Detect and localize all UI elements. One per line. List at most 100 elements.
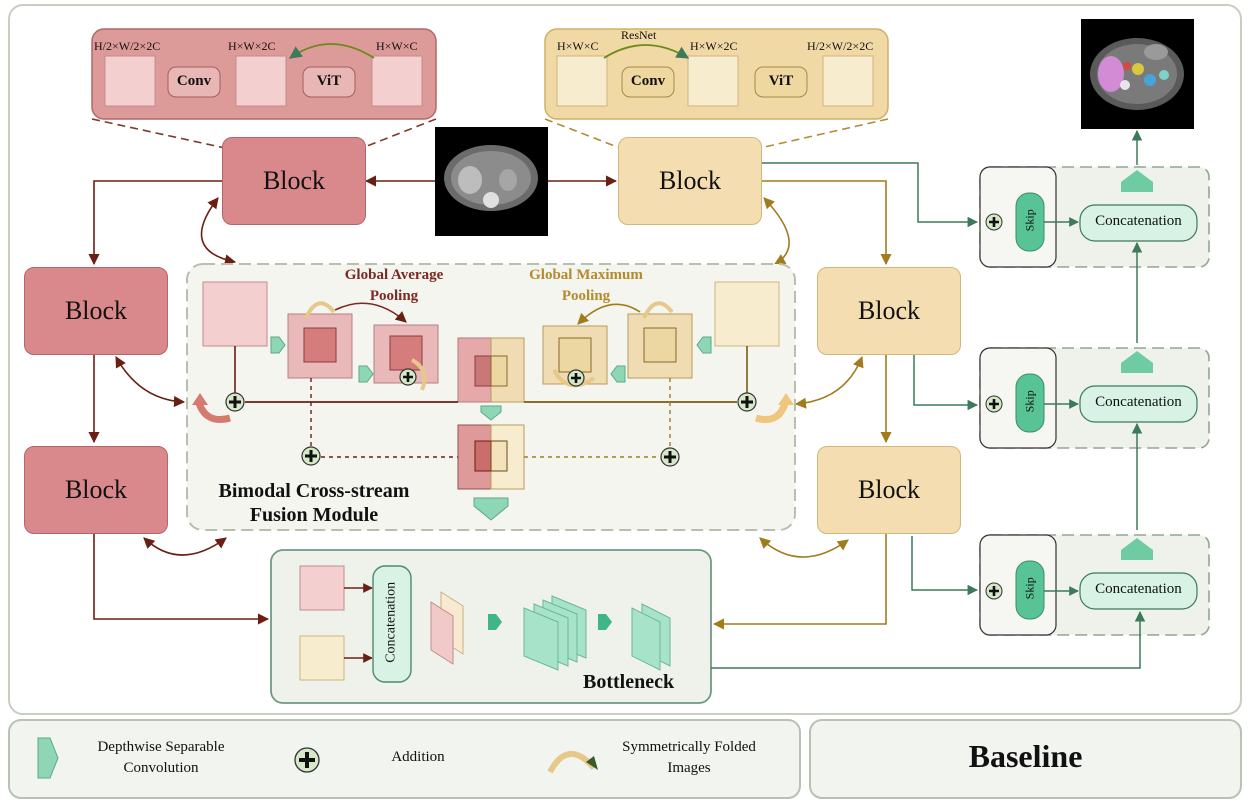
seg-liver	[1098, 56, 1124, 92]
gmp-label-line2: Pooling	[561, 288, 611, 304]
yellow-feature-in	[556, 55, 608, 107]
fusion-red-input	[202, 281, 268, 347]
baseline-label: Baseline	[968, 738, 1083, 774]
addition-icon	[301, 446, 321, 466]
dsc-legend-icon	[37, 737, 59, 779]
addition-icon	[225, 392, 245, 412]
gap-label-line2: Pooling	[369, 288, 419, 304]
legend-addition: Addition	[391, 749, 445, 765]
red-bottom-fusion-link	[143, 537, 227, 556]
red-mid-fusion-link	[115, 356, 186, 408]
yellow-feature-out	[822, 55, 874, 107]
gmp-arrow	[577, 303, 641, 325]
red-vit-label: ViT	[316, 73, 342, 89]
red-conv-label: Conv	[176, 73, 212, 89]
legend-panel	[8, 719, 801, 799]
yellow-vit-op	[754, 66, 808, 98]
fusion-center-red-core	[474, 355, 492, 387]
bottleneck-yellow-input	[299, 635, 345, 681]
red-detail-connector-right	[361, 118, 437, 149]
red-in-dim-label: H×W×C	[376, 39, 418, 53]
legend-sfi-line1: Symmetrically Folded	[622, 739, 756, 755]
decoder-stage-mid	[979, 347, 1210, 449]
fold-icon	[304, 301, 336, 319]
ct-kidney	[499, 169, 517, 191]
legend-dsc-line2: Convolution	[123, 760, 199, 776]
red-vit-op	[302, 66, 356, 98]
yellow-resnet-arrow	[603, 44, 690, 59]
red-top-to-mid	[88, 180, 222, 266]
bottleneck-output-1	[631, 607, 661, 671]
fusion-dsc-icon	[696, 336, 712, 354]
fusion-title-line2: Fusion Module	[249, 504, 379, 526]
skip-arrow-bottom	[911, 536, 979, 596]
fold-icon	[552, 368, 596, 388]
fusion-yellow-side-arrowhead	[778, 393, 794, 405]
yellow-top-fusion-link	[763, 197, 790, 265]
fusion-output-dsc-icon	[473, 497, 509, 521]
yellow-mid-fusion-link	[794, 355, 864, 409]
legend-dsc-line1: Depthwise Separable	[97, 739, 225, 755]
red-feature-out	[104, 55, 156, 107]
seg-pancreas	[1132, 63, 1144, 75]
yellow-detail-connector-right	[759, 118, 889, 149]
fusion-red-folded-1-core	[303, 327, 337, 363]
fusion-center-yellow-core	[490, 355, 508, 387]
bottleneck-stack-red	[430, 601, 454, 665]
bottleneck-dsc-icon	[598, 614, 612, 630]
fold-icon	[642, 301, 674, 319]
concat-label-bottom: Concatenation	[1095, 581, 1182, 597]
decoder-stage-bottom	[979, 534, 1210, 636]
seg-vessel	[1123, 62, 1131, 70]
seg-spleen	[1159, 70, 1169, 80]
bottleneck-red-input	[299, 565, 345, 611]
fold-icon	[410, 358, 427, 391]
yellow-encoder-block-top: Block	[618, 137, 762, 225]
bottleneck-to-decoder	[711, 610, 1146, 669]
skip-arrow-mid	[913, 355, 979, 411]
fusion-yellow-folded-1-core	[643, 327, 677, 363]
addition-icon	[660, 447, 680, 467]
yellow-bottom-to-bottleneck	[712, 534, 887, 630]
addition-icon	[399, 368, 417, 386]
red-encoder-block-mid: Block	[24, 267, 168, 355]
skip-arrow-top	[761, 162, 979, 228]
legend-sfi-line2: Images	[667, 760, 711, 776]
red-mid-dim-label: H×W×2C	[228, 39, 276, 53]
concat-label-top: Concatenation	[1095, 213, 1182, 229]
red-encoder-block-top: Block	[222, 137, 366, 225]
yellow-encoder-block-mid: Block	[817, 267, 961, 355]
yellow-bottom-fusion-link	[759, 537, 849, 558]
bottleneck-title: Bottleneck	[583, 671, 675, 693]
red-bottom-to-bottleneck	[93, 534, 270, 625]
bottleneck-concat-box	[372, 565, 412, 683]
ct-spine	[483, 192, 499, 208]
fusion-title-line1: Bimodal Cross-stream	[218, 480, 410, 502]
addition-icon	[567, 369, 585, 387]
bottleneck-concat-label: Concatenation	[383, 581, 399, 663]
yellow-encoder-block-bottom: Block	[817, 446, 961, 534]
gap-arrow	[334, 302, 407, 323]
gap-label-line1: Global Average	[344, 267, 444, 283]
yellow-feature-mid	[687, 55, 739, 107]
resnet-label: ResNet	[621, 28, 657, 42]
ct-liver	[458, 166, 482, 194]
red-feature-in	[371, 55, 423, 107]
fusion-output-red-core	[474, 440, 492, 472]
addition-icon	[985, 213, 1003, 231]
fusion-yellow-folded-2-core	[558, 337, 592, 373]
seg-aorta	[1120, 80, 1130, 90]
skip-label-bottom: Skip	[1022, 577, 1037, 600]
yellow-vit-label: ViT	[768, 73, 794, 89]
skip-label-mid: Skip	[1022, 390, 1037, 413]
bottleneck-feature-1	[523, 607, 559, 671]
gmp-label-line1: Global Maximum	[529, 267, 643, 283]
yellow-mid-dim-label: H×W×2C	[690, 39, 738, 53]
red-top-fusion-link	[200, 197, 237, 266]
addition-legend-icon	[294, 747, 320, 773]
seg-bowel	[1144, 44, 1168, 60]
yellow-detail-connector-left	[544, 118, 621, 149]
baseline-panel	[809, 719, 1242, 799]
fusion-red-side-arrowhead	[192, 393, 208, 405]
